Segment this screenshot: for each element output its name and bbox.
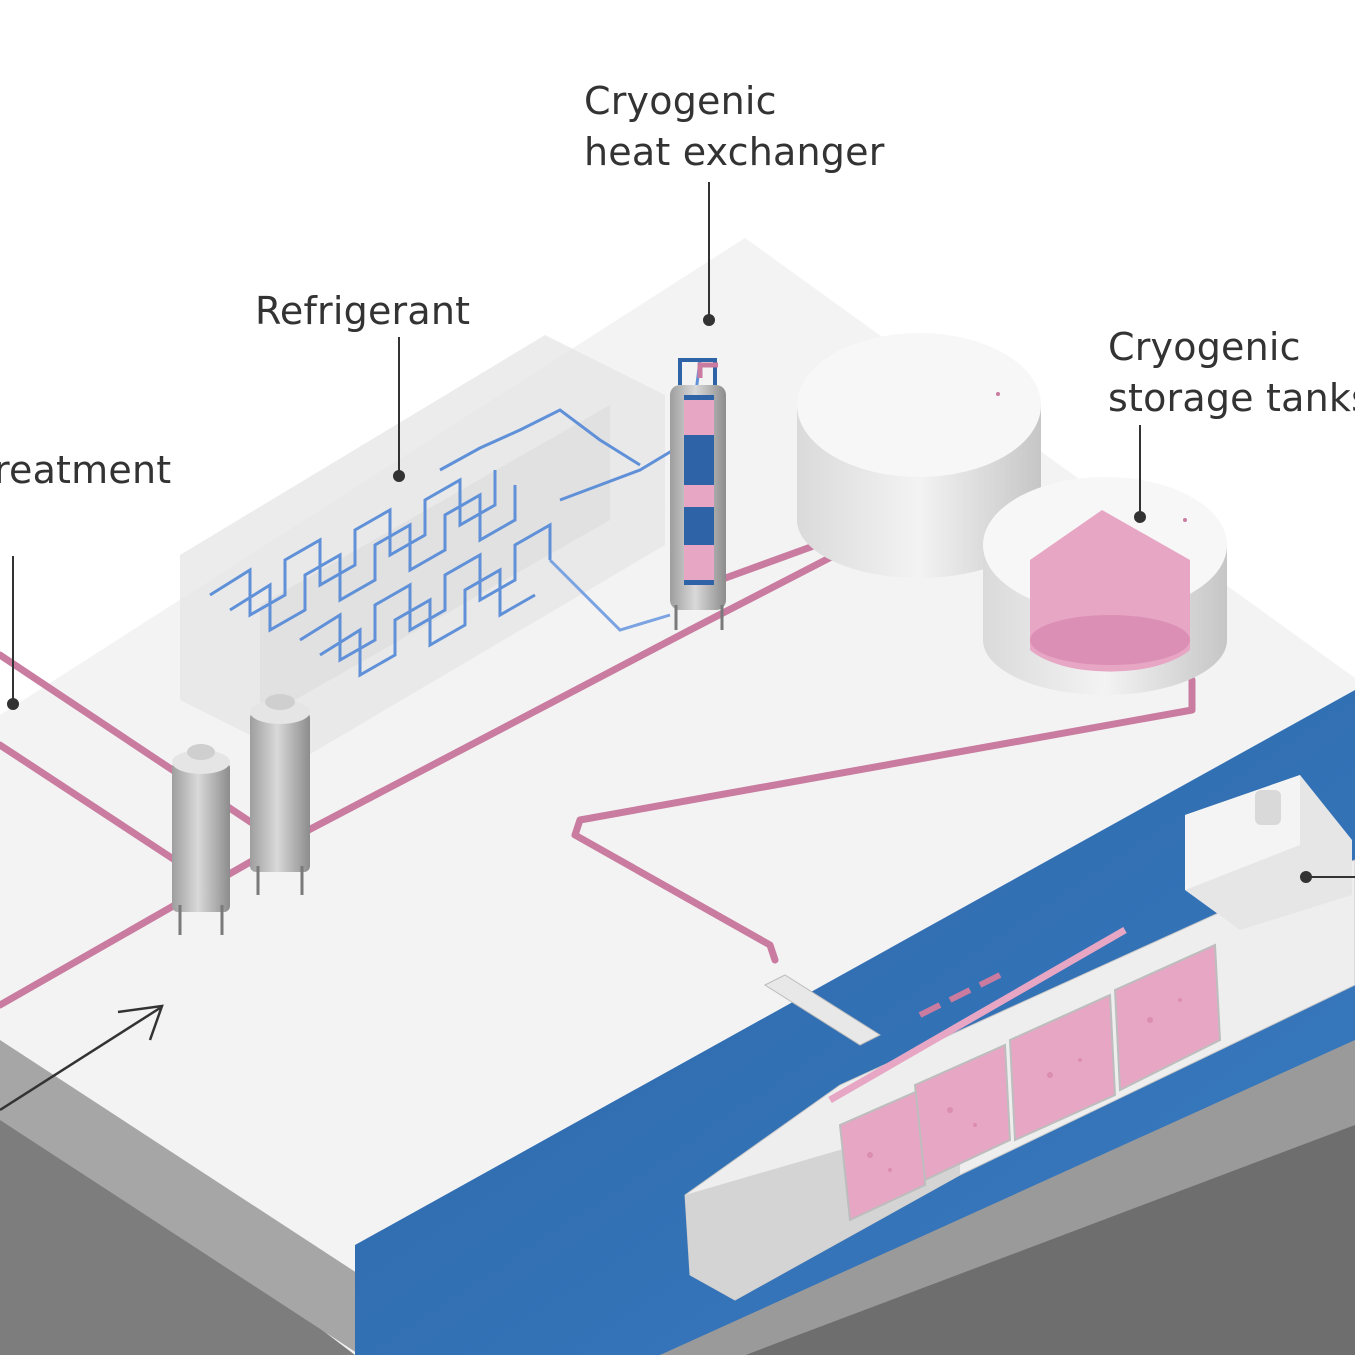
cryogenic-heat-exchanger <box>670 358 726 630</box>
lng-carrier-ship <box>684 775 1355 1301</box>
loading-jetty <box>763 974 882 1046</box>
separator-silos <box>172 694 310 935</box>
label-refrigerant: Refrigerant <box>255 289 471 333</box>
label-cryogenic-storage-tanks: Cryogenic storage tanks <box>1108 325 1355 420</box>
refrigerant-module <box>180 335 702 760</box>
inlet-arrow <box>0 1004 164 1112</box>
label-treatment: reatment <box>0 448 172 492</box>
cryogenic-storage-tank-2 <box>983 477 1227 695</box>
leader-lines <box>7 182 1355 883</box>
label-cryogenic-heat-exchanger: Cryogenic heat exchanger <box>584 79 885 174</box>
cryogenic-storage-tank-1 <box>797 333 1041 578</box>
